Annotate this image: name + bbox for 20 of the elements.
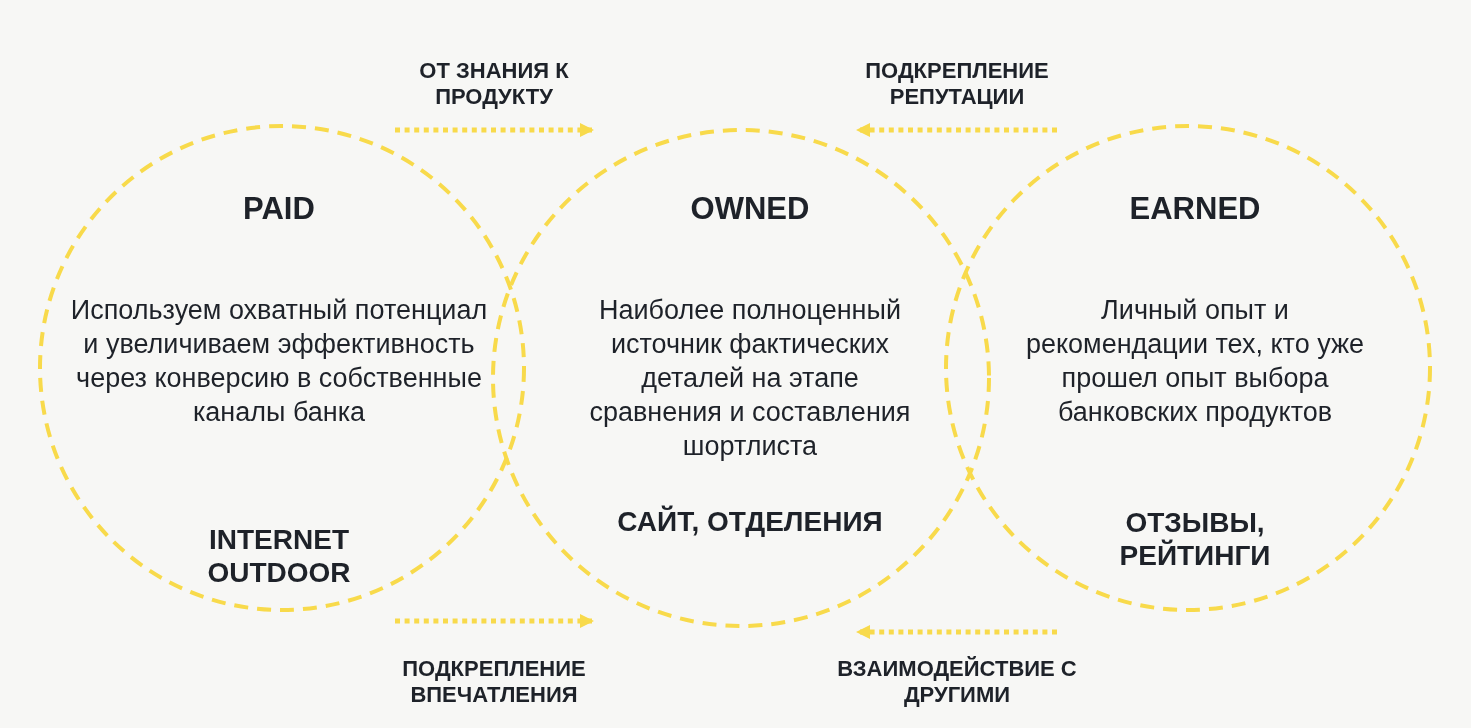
dotted-arrow [856,123,1057,137]
circle-description: Используем охватный потенциал и увеличиваем эффективность через конверсию в собственные каналы банка [69,294,489,429]
circle-title: OWNED [689,191,811,227]
edge-label: ПОДКРЕПЛЕНИЕ РЕПУТАЦИИ [864,58,1050,110]
dotted-arrow [395,123,594,137]
dotted-arrow [856,625,1057,639]
channel-label: ОТЗЫВЫ, РЕЙТИНГИ [1118,506,1272,572]
dashed-circle [491,128,991,628]
edge-label: ВЗАИМОДЕЙСТВИЕ С ДРУГИМИ [836,656,1078,708]
edge-label: ПОДКРЕПЛЕНИЕ ВПЕЧАТЛЕНИЯ [401,656,587,708]
channel-label: INTERNET OUTDOOR [206,523,352,589]
dashed-circle [38,124,526,612]
circle-description: Личный опыт и рекомендации тех, кто уже прошел опыт выбора банковских продуктов [1024,294,1366,429]
channel-label: САЙТ, ОТДЕЛЕНИЯ [616,505,884,538]
dotted-arrow [395,614,594,628]
dashed-circle [944,124,1432,612]
circle-title: PAID [242,191,316,227]
circle-title: EARNED [1128,191,1262,227]
circle-description: Наиболее полноценный источник фактических деталей на этапе сравнения и составления шортлиста [588,294,912,463]
edge-label: ОТ ЗНАНИЯ К ПРОДУКТУ [418,58,570,110]
